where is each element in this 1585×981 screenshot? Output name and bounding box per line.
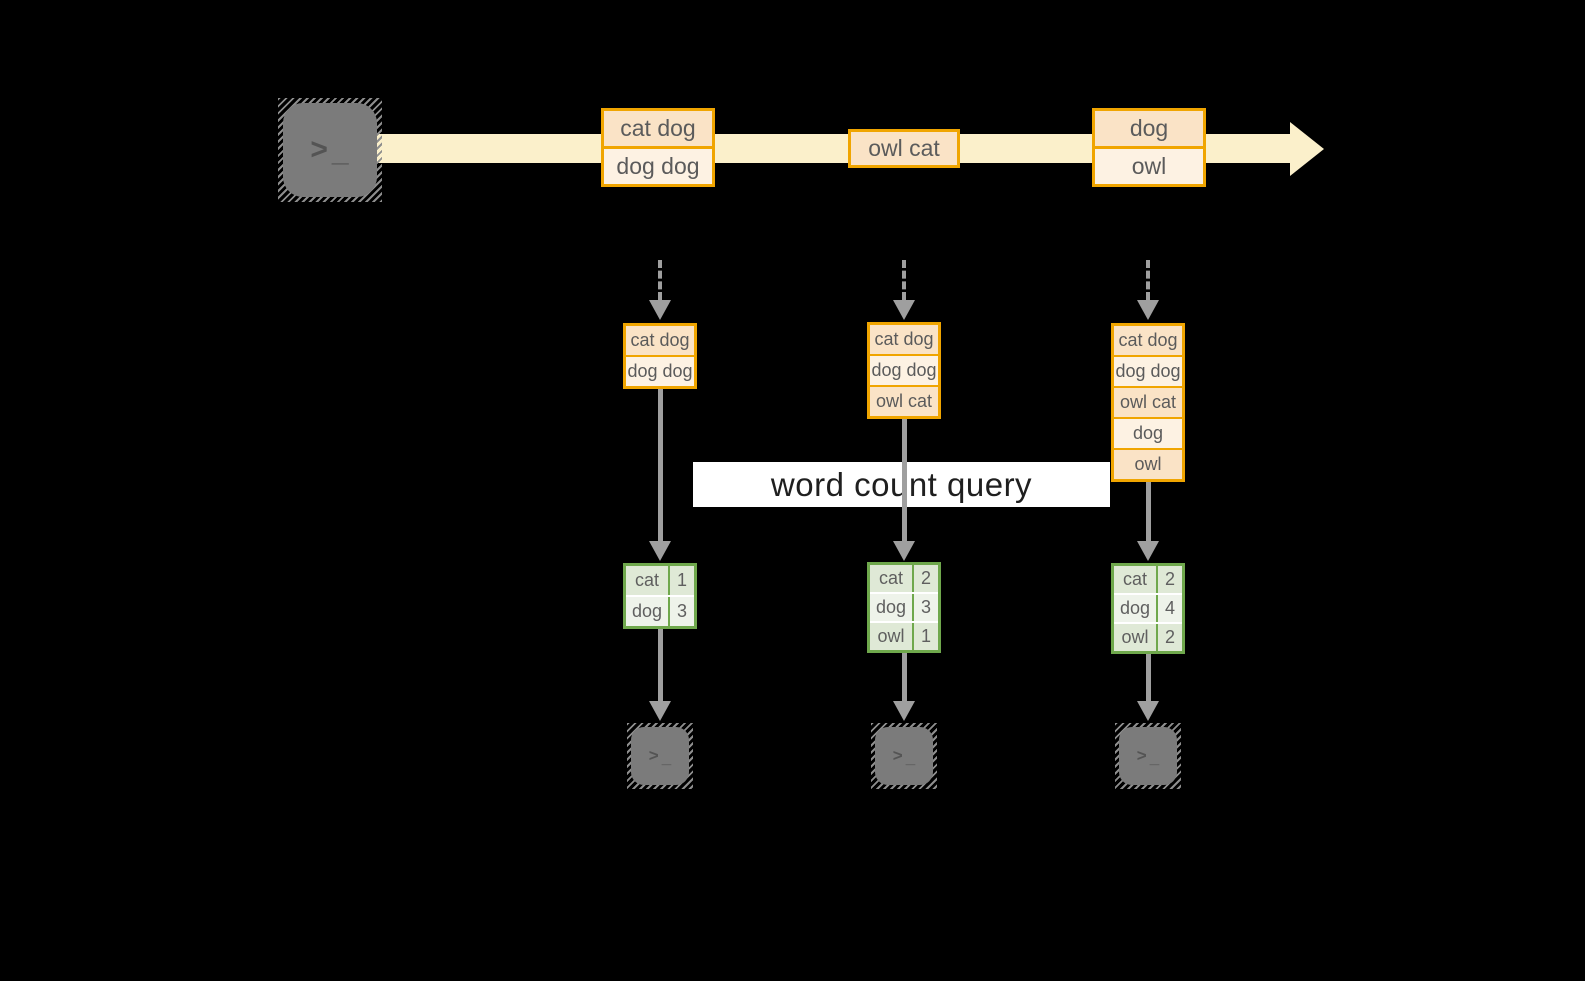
arrow-shaft: [902, 653, 907, 701]
state-box-1: cat dog dog dog: [623, 323, 697, 389]
terminal-icon: >_: [283, 103, 377, 197]
arrow-shaft: [658, 389, 663, 541]
count-cell: 1: [668, 566, 694, 595]
state-box-3: cat dog dog dog owl cat dog owl: [1111, 323, 1185, 482]
word-cell: cat: [870, 565, 912, 592]
stream-timeline-arrowhead-icon: [1290, 122, 1324, 176]
word-cell: dog: [1114, 595, 1156, 622]
result-row: dog 3: [870, 592, 938, 621]
dashed-arrow-shaft: [658, 260, 662, 300]
word-cell: cat: [626, 566, 668, 595]
batch-row: dog dog: [604, 146, 712, 184]
terminal-prompt: >_: [1136, 746, 1160, 767]
state-row: cat dog: [626, 326, 694, 355]
result-table-1: cat 1 dog 3: [623, 563, 697, 629]
result-row: cat 2: [870, 565, 938, 592]
terminal-icon: >_: [1119, 727, 1177, 785]
state-row: dog dog: [626, 355, 694, 386]
dashed-arrow-head-icon: [1137, 300, 1159, 320]
terminal-prompt: >_: [648, 746, 672, 767]
state-row: dog dog: [1114, 355, 1182, 386]
state-box-2: cat dog dog dog owl cat: [867, 322, 941, 419]
batch-row: owl cat: [851, 132, 957, 165]
state-row: owl cat: [870, 385, 938, 416]
count-cell: 3: [668, 597, 694, 626]
arrow-head-icon: [649, 541, 671, 561]
batch-row: cat dog: [604, 111, 712, 146]
result-row: cat 2: [1114, 566, 1182, 593]
sink-terminal-icon-2: >_: [871, 723, 937, 789]
micro-batch-1: cat dog dog dog: [601, 108, 715, 187]
query-label: word count query: [770, 465, 1033, 503]
sink-terminal-icon-1: >_: [627, 723, 693, 789]
result-row: owl 1: [870, 621, 938, 650]
state-row: cat dog: [1114, 326, 1182, 355]
count-cell: 3: [912, 594, 938, 621]
word-cell: owl: [1114, 624, 1156, 651]
state-row: owl cat: [1114, 386, 1182, 417]
word-cell: cat: [1114, 566, 1156, 593]
arrow-shaft: [1146, 654, 1151, 701]
arrow-head-icon: [1137, 541, 1159, 561]
arrow-head-icon: [1137, 701, 1159, 721]
stream-source-terminal-icon: >_: [278, 98, 382, 202]
count-cell: 1: [912, 623, 938, 650]
terminal-prompt: >_: [892, 746, 916, 767]
result-row: dog 4: [1114, 593, 1182, 622]
result-row: cat 1: [626, 566, 694, 595]
state-row: dog: [1114, 417, 1182, 448]
sink-terminal-icon-3: >_: [1115, 723, 1181, 789]
state-row: cat dog: [870, 325, 938, 354]
arrow-shaft: [902, 419, 907, 541]
state-row: owl: [1114, 448, 1182, 479]
result-table-2: cat 2 dog 3 owl 1: [867, 562, 941, 653]
arrow-shaft: [1146, 482, 1151, 541]
state-row: dog dog: [870, 354, 938, 385]
batch-row: dog: [1095, 111, 1203, 146]
dashed-arrow-shaft: [902, 260, 906, 300]
arrow-head-icon: [893, 701, 915, 721]
word-cell: owl: [870, 623, 912, 650]
arrow-head-icon: [649, 701, 671, 721]
count-cell: 4: [1156, 595, 1182, 622]
micro-batch-2: owl cat: [848, 129, 960, 168]
dashed-arrow-head-icon: [649, 300, 671, 320]
batch-row: owl: [1095, 146, 1203, 184]
word-cell: dog: [626, 597, 668, 626]
arrow-head-icon: [893, 541, 915, 561]
terminal-prompt: >_: [310, 133, 350, 168]
count-cell: 2: [1156, 566, 1182, 593]
terminal-icon: >_: [631, 727, 689, 785]
count-cell: 2: [1156, 624, 1182, 651]
result-row: owl 2: [1114, 622, 1182, 651]
query-label-band: word count query: [693, 462, 1110, 507]
count-cell: 2: [912, 565, 938, 592]
result-table-3: cat 2 dog 4 owl 2: [1111, 563, 1185, 654]
dashed-arrow-shaft: [1146, 260, 1150, 300]
result-row: dog 3: [626, 595, 694, 626]
terminal-icon: >_: [875, 727, 933, 785]
dashed-arrow-head-icon: [893, 300, 915, 320]
micro-batch-3: dog owl: [1092, 108, 1206, 187]
word-cell: dog: [870, 594, 912, 621]
arrow-shaft: [658, 629, 663, 701]
